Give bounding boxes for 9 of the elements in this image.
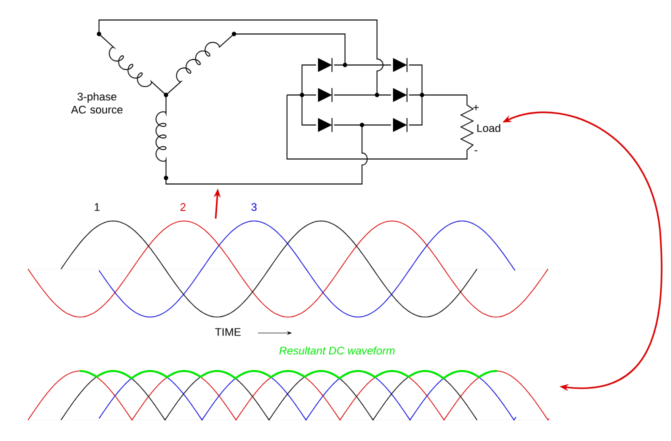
phase-number: 3 [251, 203, 257, 211]
plus-sign: + [473, 104, 479, 110]
time-label: TIME [215, 328, 241, 336]
dc-waveform-drawing: Resultant DC waveform [28, 346, 556, 421]
sine-waveform-drawing [28, 220, 556, 318]
phase-number: 2 [180, 203, 186, 211]
source-label: 3-phase AC source [71, 92, 122, 114]
load-label: Load [477, 124, 500, 132]
phase-number: 1 [94, 203, 100, 211]
